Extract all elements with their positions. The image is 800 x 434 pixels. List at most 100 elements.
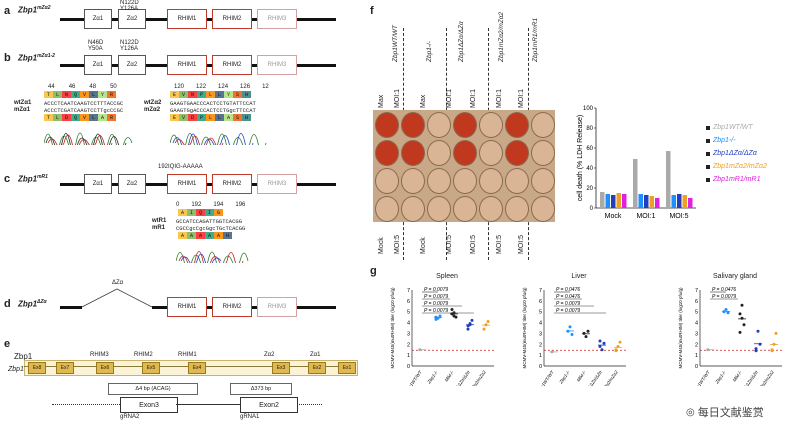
plate-genotype: Zbp1mZα2/mZα2: [498, 11, 505, 62]
bar: [688, 198, 693, 208]
amino-acid-cell: R: [107, 114, 116, 121]
data-point: [600, 348, 604, 352]
x-category-label: MOI:5: [669, 213, 688, 220]
domain-rhim3: RHIM3: [257, 174, 297, 194]
y-tick-label: 2: [407, 342, 410, 348]
plate-well: [531, 112, 555, 138]
chromatogram-trace-c: [176, 251, 249, 263]
y-tick-label: 4: [407, 321, 410, 327]
domain-rhim3: RHIM3: [257, 297, 297, 317]
amino-acid-cell: D: [188, 114, 197, 121]
y-tick-label: 3: [407, 331, 410, 337]
y-tick-label: 0: [407, 364, 410, 370]
y-tick-label: 4: [695, 321, 698, 327]
exon2-box: Exon2: [240, 397, 298, 413]
bar: [638, 194, 643, 208]
domain-label-za1: Zα1: [310, 352, 321, 358]
data-point: [758, 342, 762, 346]
amino-acid-cell: L: [206, 114, 215, 121]
bar: [666, 151, 671, 208]
plate-well: [427, 196, 451, 222]
y-tick-label: 2: [539, 342, 542, 348]
data-point: [566, 329, 570, 333]
p-value-label: P = 0.0079: [424, 294, 448, 300]
gene-name: Zbp1: [14, 352, 33, 361]
plate-well: [531, 196, 555, 222]
plate-well: [401, 168, 425, 194]
plate-image: [373, 110, 555, 222]
label-c: Zbp1mR1: [18, 174, 48, 184]
exon3-box: Exon3: [120, 397, 178, 413]
y-tick-label: 0: [590, 206, 594, 212]
data-point: [754, 349, 758, 353]
grna1-label: gRNA1: [240, 414, 260, 420]
seq-mut-left: ACCCTCGATCAAGTCCTTgcCCGC: [44, 107, 124, 114]
seq-wt-right: GAAGTGAACCCACTCCTGTATTCCAT: [170, 100, 256, 107]
x-category-label: Mock: [605, 213, 622, 220]
panel-letter-c: c: [4, 173, 11, 185]
bar: [677, 194, 682, 208]
legend-marker: [706, 151, 710, 156]
seq-mut-right: GAAGTGgACCCACTCCTGgcTTCCAT: [170, 107, 256, 114]
amino-acid-cell: V: [80, 114, 89, 121]
domain-za1: Zα1: [84, 174, 112, 194]
data-point: [602, 341, 606, 345]
y-tick-label: 0: [695, 364, 698, 370]
data-point: [434, 317, 438, 321]
data-point: [486, 319, 490, 323]
legend-marker: [706, 177, 710, 182]
domain-rhim2: RHIM2: [212, 297, 252, 317]
data-point: [722, 310, 726, 314]
amino-acid-cell: A: [224, 114, 233, 121]
domain-label-rhim1: RHIM1: [178, 352, 197, 358]
plot-title: Salivary gland: [713, 273, 757, 280]
amino-acid-cell: N: [62, 91, 71, 98]
bar: [616, 193, 621, 208]
data-point: [450, 308, 454, 312]
mut-label: mR1: [152, 225, 166, 231]
y-tick-label: 80: [586, 126, 593, 132]
label-b: Zbp1mZα1-2: [18, 53, 55, 63]
plate-well: [479, 112, 503, 138]
plate-header-top: MOI:1: [518, 88, 525, 108]
data-point: [438, 314, 442, 318]
x-category-label: MOI:1: [636, 213, 655, 220]
legend-item: Zbp1WT/WT: [706, 124, 753, 131]
plate-header-top: MOI:1: [394, 88, 401, 108]
data-point: [756, 329, 760, 333]
plate-header-bottom: MOI:5: [518, 234, 525, 254]
plate-well: [531, 140, 555, 166]
y-axis-label: MCMV-M45(mutRHIM) titer (log10 pfu/g): [678, 287, 683, 369]
domain-rhim2: RHIM2: [212, 9, 252, 29]
plate-well: [375, 196, 399, 222]
x-tick-label: Mlkl-/-: [732, 369, 743, 382]
plate-well: [453, 112, 477, 138]
bar: [633, 159, 638, 208]
amino-acid-cell: A: [205, 232, 214, 239]
data-point: [470, 318, 474, 322]
del2-box: Δ373 bp: [230, 383, 292, 395]
p-value-label: P = 0.0079: [712, 294, 736, 300]
wechat-icon: ◎: [686, 406, 695, 418]
plate-well: [427, 112, 451, 138]
amino-acid-cell: T: [44, 114, 53, 121]
panel-letter-a: a: [4, 5, 11, 17]
plate-well: [427, 140, 451, 166]
data-point: [570, 333, 574, 337]
data-point: [616, 344, 620, 348]
wt-label: wtR1: [152, 218, 167, 224]
plot-title: Spleen: [436, 273, 458, 280]
mut-right-label: mZα2: [144, 107, 161, 113]
y-tick-label: 100: [583, 106, 594, 112]
amino-acid-cell: H: [242, 114, 251, 121]
bar: [600, 192, 605, 208]
deletion-label: ΔZα: [112, 280, 124, 286]
amino-acid-cell: V: [179, 91, 188, 98]
data-point: [466, 327, 470, 331]
